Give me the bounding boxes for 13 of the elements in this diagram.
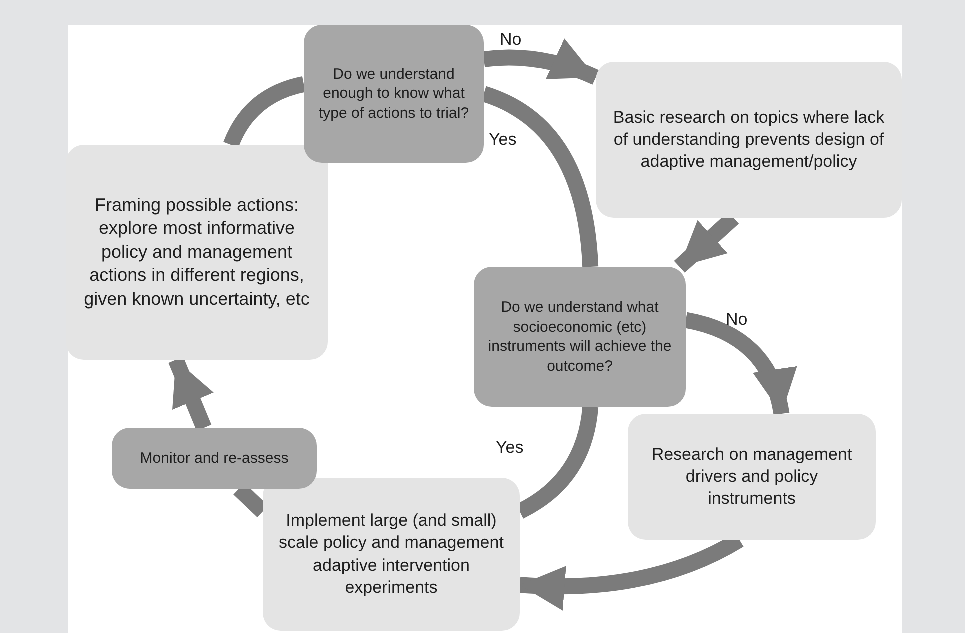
process-box: Basic research on topics where lack of understanding prevents design of adaptive management/policy (596, 62, 902, 218)
process-box: Framing possible actions: explore most informative policy and management actions in different regions, given known uncertainty, etc (66, 145, 328, 360)
process-box: Research on management drivers and policy instruments (628, 414, 876, 540)
process-box: Implement large (and small) scale policy and management adaptive intervention experiments (263, 478, 520, 631)
arrow (684, 312, 796, 416)
edge-label: Yes (489, 130, 517, 150)
edge-label: Yes (496, 438, 524, 458)
arrow (483, 39, 600, 85)
edge-label: No (500, 30, 522, 50)
decision-box: Do we understand enough to know what type of actions to trial? (304, 25, 484, 163)
decision-box: Monitor and re-assess (112, 428, 317, 489)
edge-label: No (726, 310, 748, 330)
decision-box: Do we understand what socioeconomic (etc) instruments will achieve the outcome? (474, 267, 686, 407)
